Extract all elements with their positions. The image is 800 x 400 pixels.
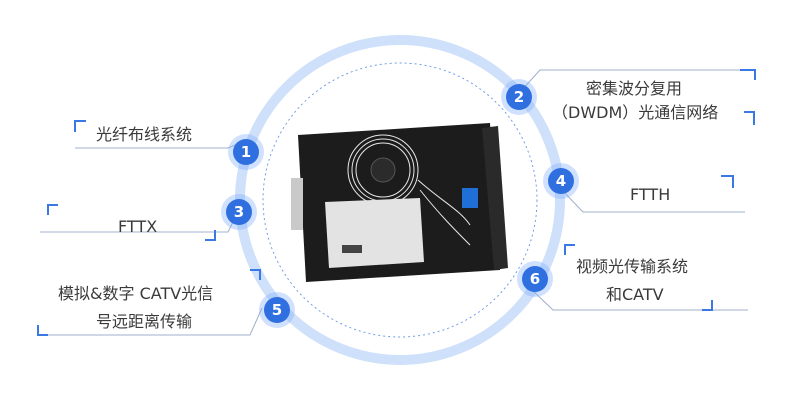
feature-4-label: FTTH (630, 185, 671, 204)
inner-dashed-ring (262, 62, 538, 338)
feature-1-badge: 1 (233, 139, 259, 165)
feature-5-label-line1: 模拟&数字 CATV光信 (58, 284, 214, 303)
device-image (291, 123, 508, 282)
feature-2-badge: 2 (506, 84, 532, 110)
feature-5-badge: 5 (264, 297, 290, 323)
feature-6-label-line1: 视频光传输系统 (576, 257, 689, 276)
feature-2-label-line2: （DWDM）光通信网络 (552, 103, 719, 122)
feature-4-badge: 4 (548, 168, 574, 194)
corner-brackets (37, 69, 756, 336)
feature-6-badge: 6 (522, 266, 548, 292)
feature-3-label: FTTX (118, 217, 158, 236)
feature-6-label-line2: 和CATV (606, 285, 664, 304)
feature-5-label-line2: 号远距离传输 (96, 312, 193, 331)
feature-2-label-line1: 密集波分复用 (586, 79, 683, 98)
feature-1-label: 光纤布线系统 (96, 125, 193, 144)
feature-3-badge: 3 (226, 199, 252, 225)
